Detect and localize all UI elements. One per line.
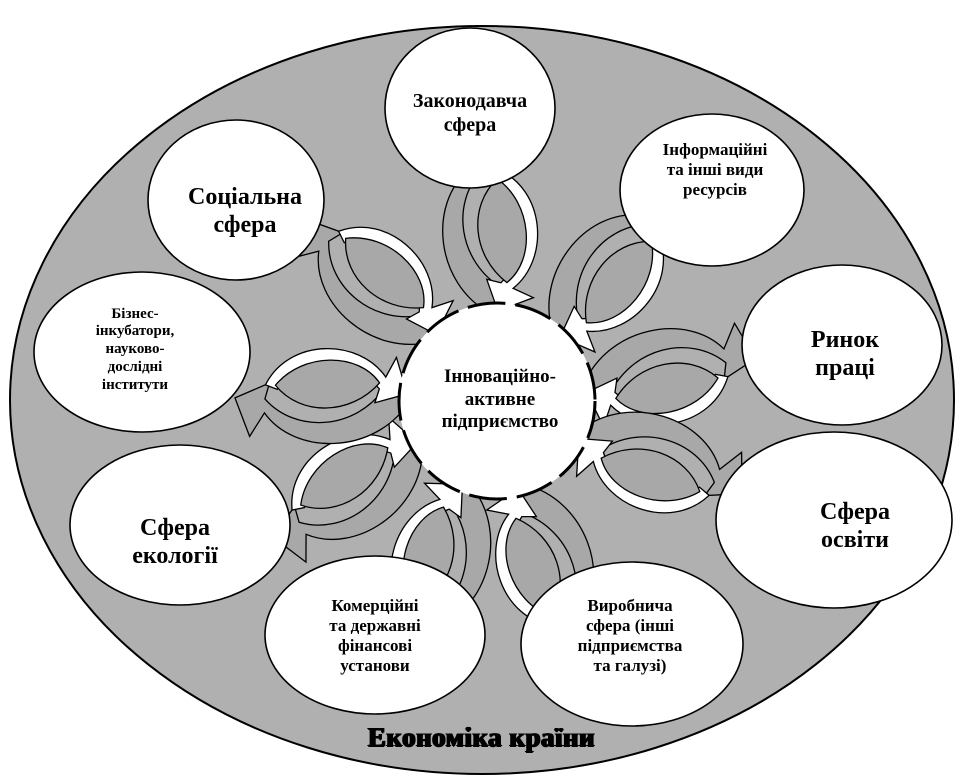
sphere-ellipse-legislative bbox=[384, 27, 556, 189]
sphere-label-education: Сфера освіти bbox=[820, 498, 890, 553]
sphere-ellipse-production bbox=[520, 561, 744, 727]
sphere-ellipse-business bbox=[33, 271, 251, 433]
center-label: Інноваційно- активне підприємство bbox=[441, 366, 559, 433]
sphere-label-social: Соціальна сфера bbox=[187, 183, 303, 238]
sphere-ellipse-labor bbox=[741, 264, 943, 426]
sphere-label-ecology: Сфера екології bbox=[132, 514, 218, 569]
sphere-label-business: Бізнес- інкубатори, науково- дослідні ін… bbox=[95, 305, 175, 393]
sphere-label-information: Інформаційні та інші види ресурсів bbox=[662, 139, 768, 200]
sphere-label-production: Виробнича сфера (інші підприємства та га… bbox=[577, 595, 683, 676]
sphere-label-finance: Комерційні та державні фінансові установ… bbox=[329, 595, 421, 676]
sphere-ellipse-finance bbox=[264, 555, 486, 715]
sphere-label-labor: Ринок праці bbox=[810, 326, 880, 381]
sphere-ellipse-ecology bbox=[69, 444, 291, 606]
sphere-label-legislative: Законодавча сфера bbox=[412, 90, 528, 136]
economy-footer-label: Економіка країни bbox=[367, 722, 596, 752]
exchange-arrow-business bbox=[234, 348, 410, 445]
exchange-arrow-education bbox=[575, 411, 743, 514]
sphere-ellipse-social bbox=[147, 119, 325, 281]
arrows-layer bbox=[234, 138, 757, 653]
center-circle bbox=[397, 301, 597, 501]
sphere-ellipse-information bbox=[619, 113, 805, 267]
sphere-ellipse-education bbox=[715, 431, 953, 609]
